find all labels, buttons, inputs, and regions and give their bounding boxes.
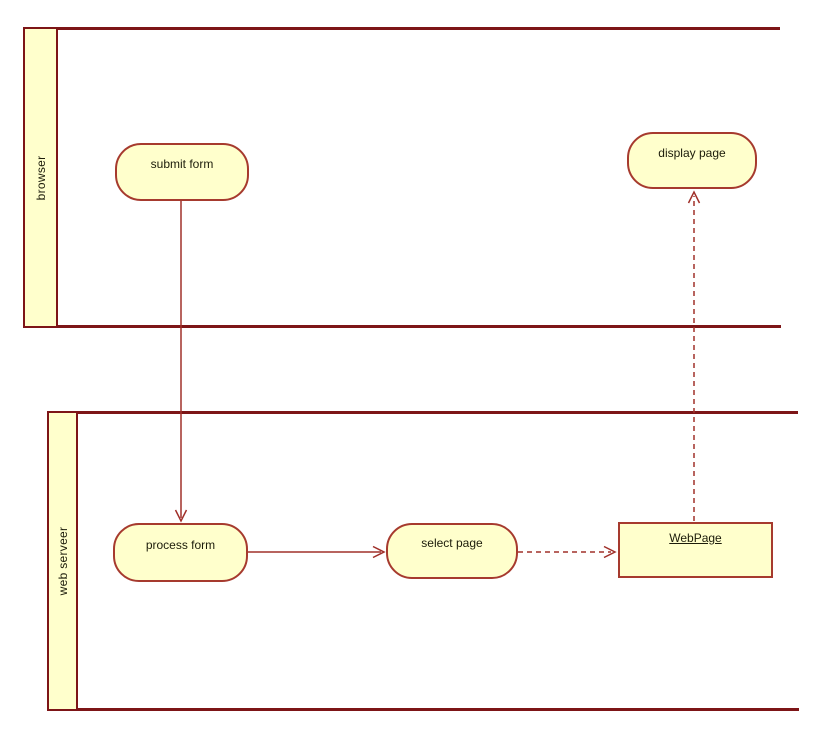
activity-select-page-label: select page — [421, 536, 483, 550]
arrow-submit-form-to-process-form — [174, 201, 188, 523]
activity-display-page: display page — [627, 132, 757, 189]
object-webpage-label: WebPage — [669, 531, 722, 545]
arrow-process-form-to-select-page — [248, 545, 386, 559]
swimlane-browser-label: browser — [33, 155, 48, 200]
activity-submit-form: submit form — [115, 143, 249, 201]
activity-submit-form-label: submit form — [150, 157, 214, 171]
lane-browser-bottom-border — [23, 325, 781, 328]
swimlane-web-server-label: web serveer — [55, 526, 70, 596]
arrow-select-page-to-webpage — [518, 545, 617, 559]
activity-process-form: process form — [113, 523, 248, 582]
object-webpage: WebPage — [618, 522, 773, 578]
activity-process-form-label: process form — [145, 537, 216, 552]
swimlane-browser-header: browser — [23, 27, 58, 328]
lane-browser-top-border — [23, 27, 780, 30]
swimlane-web-server-header: web serveer — [47, 411, 78, 711]
lane-web-server-top-border — [47, 411, 798, 414]
activity-display-page-label: display page — [658, 145, 726, 160]
arrow-webpage-to-display-page — [687, 190, 701, 521]
activity-select-page: select page — [386, 523, 518, 579]
lane-web-server-bottom-border — [47, 708, 799, 711]
